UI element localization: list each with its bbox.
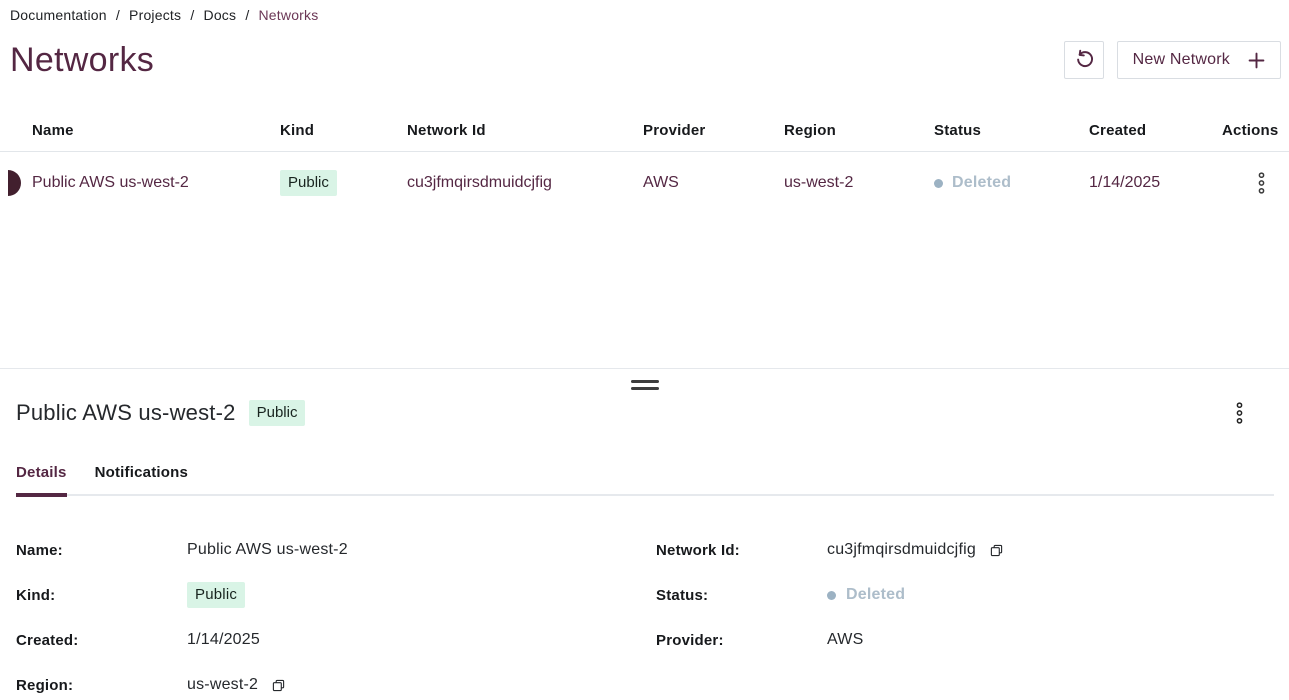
column-header-kind: Kind xyxy=(280,121,315,139)
field-value-status: Deleted xyxy=(846,586,906,603)
field-name: Name: Public AWS us-west-2 xyxy=(16,540,656,560)
refresh-button[interactable] xyxy=(1063,41,1104,79)
status-dot-icon xyxy=(934,178,943,188)
field-label-kind: Kind: xyxy=(16,586,56,604)
kebab-menu-icon xyxy=(1258,172,1265,194)
cell-created: 1/14/2025 xyxy=(1089,174,1161,191)
column-header-status: Status xyxy=(934,121,982,139)
copy-icon xyxy=(272,679,285,692)
drawer-title: Public AWS us-west-2 xyxy=(16,400,236,425)
page-title: Networks xyxy=(10,41,155,79)
column-header-region: Region xyxy=(784,121,837,139)
field-label-region: Region: xyxy=(16,676,74,694)
field-label-status: Status: xyxy=(656,586,709,604)
column-header-actions: Actions xyxy=(1222,121,1279,139)
cell-kind: Public xyxy=(280,170,407,196)
drag-handle-icon xyxy=(630,387,659,390)
breadcrumb-item-documentation[interactable]: Documentation xyxy=(10,7,107,23)
kind-badge: Public xyxy=(280,170,337,196)
field-network-id: Network Id: cu3jfmqirsdmuidcjfig xyxy=(656,540,1289,560)
field-kind: Kind: Public xyxy=(16,582,656,608)
field-created: Created: 1/14/2025 xyxy=(16,630,656,650)
new-network-label: New Network xyxy=(1132,51,1230,68)
tab-notifications[interactable]: Notifications xyxy=(94,464,189,481)
details-left-column: Name: Public AWS us-west-2 Kind: Public … xyxy=(16,540,656,700)
breadcrumb-separator: / xyxy=(245,7,250,23)
field-provider: Provider: AWS xyxy=(656,630,1289,650)
field-value-created: 1/14/2025 xyxy=(187,631,260,648)
field-label-network-id: Network Id: xyxy=(656,541,740,559)
drawer-menu-button[interactable] xyxy=(1230,396,1249,430)
copy-network-id-button[interactable] xyxy=(988,542,1005,559)
field-status: Status: Deleted xyxy=(656,585,1289,605)
field-label-created: Created: xyxy=(16,631,79,649)
drawer-tabs: Details Notifications xyxy=(16,464,1274,497)
networks-table: Name Kind Network Id Provider Region Sta… xyxy=(0,109,1289,214)
breadcrumb: Documentation / Projects / Docs / Networ… xyxy=(0,0,1289,23)
drag-handle-icon xyxy=(630,380,659,383)
breadcrumb-separator: / xyxy=(115,7,120,23)
details-drawer: Public AWS us-west-2 Public Details Noti… xyxy=(0,368,1289,700)
column-header-network-id: Network Id xyxy=(407,121,486,139)
breadcrumb-separator: / xyxy=(190,7,195,23)
cell-provider: AWS xyxy=(643,174,679,191)
tab-details[interactable]: Details xyxy=(16,464,67,497)
breadcrumb-item-docs[interactable]: Docs xyxy=(203,7,237,23)
details-right-column: Network Id: cu3jfmqirsdmuidcjfig xyxy=(656,540,1289,700)
column-header-created: Created xyxy=(1089,121,1147,139)
breadcrumb-item-networks: Networks xyxy=(258,7,319,23)
status-label: Deleted xyxy=(952,174,1012,191)
kind-badge: Public xyxy=(187,582,246,608)
cell-network-id: cu3jfmqirsdmuidcjfig xyxy=(407,174,552,191)
field-value-network-id: cu3jfmqirsdmuidcjfig xyxy=(827,541,976,558)
row-actions-menu-button[interactable] xyxy=(1252,166,1271,200)
field-value-provider: AWS xyxy=(827,631,864,648)
page-header: Networks New Network xyxy=(0,35,1289,85)
field-label-provider: Provider: xyxy=(656,631,724,649)
cell-region: us-west-2 xyxy=(784,174,854,191)
plus-icon xyxy=(1248,52,1265,69)
new-network-button[interactable]: New Network xyxy=(1116,41,1281,79)
copy-region-button[interactable] xyxy=(270,677,287,694)
drawer-kind-badge: Public xyxy=(248,400,306,426)
field-label-name: Name: xyxy=(16,541,63,559)
cell-actions xyxy=(1222,166,1289,200)
field-value-region: us-west-2 xyxy=(187,676,259,693)
field-region: Region: us-west-2 xyxy=(16,675,656,695)
header-actions: New Network xyxy=(1063,41,1281,79)
selected-row-indicator xyxy=(8,170,21,196)
table-header-row: Name Kind Network Id Provider Region Sta… xyxy=(0,109,1289,152)
details-panel: Name: Public AWS us-west-2 Kind: Public … xyxy=(0,496,1289,700)
column-header-name: Name xyxy=(32,121,74,139)
column-header-provider: Provider xyxy=(643,121,706,139)
breadcrumb-item-projects[interactable]: Projects xyxy=(129,7,182,23)
field-value-name: Public AWS us-west-2 xyxy=(187,541,348,558)
drawer-header: Public AWS us-west-2 Public xyxy=(0,369,1289,430)
status-dot-icon xyxy=(827,590,836,600)
refresh-icon xyxy=(1073,49,1095,71)
table-row[interactable]: Public AWS us-west-2 Public cu3jfmqirsdm… xyxy=(0,152,1289,214)
cell-status: Deleted xyxy=(934,174,1089,192)
kebab-menu-icon xyxy=(1236,402,1243,424)
drawer-drag-handle[interactable] xyxy=(627,378,663,392)
cell-name: Public AWS us-west-2 xyxy=(32,174,189,191)
copy-icon xyxy=(990,544,1003,557)
